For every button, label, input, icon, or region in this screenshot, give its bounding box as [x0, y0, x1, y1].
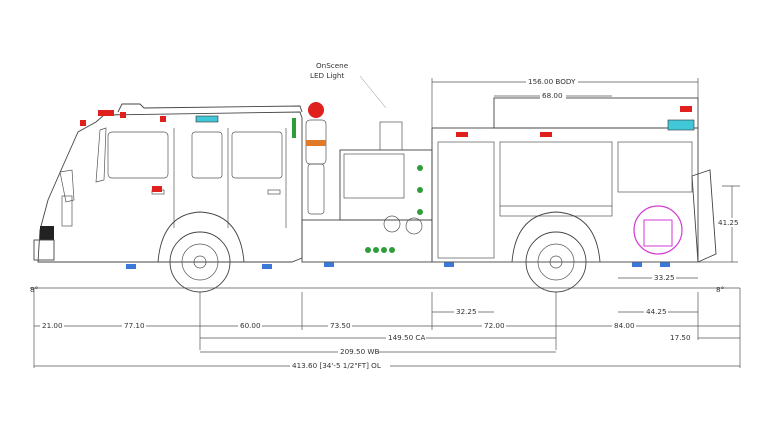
pump-gauge	[405, 217, 423, 235]
compartment-door	[617, 141, 693, 193]
led-callout: OnScene LED Light	[310, 61, 387, 109]
dim-cab-to-body: 73.50	[330, 321, 351, 330]
warning-light	[120, 112, 126, 118]
apparatus-body	[431, 97, 717, 263]
front-wheel-hub	[181, 243, 219, 281]
middle-window	[191, 131, 223, 179]
callout-line-1: OnScene	[316, 61, 349, 70]
fire-truck	[30, 97, 740, 293]
pump-gauge	[383, 215, 401, 233]
front-fender	[157, 211, 245, 263]
dim-front-overhang: 21.00	[42, 321, 63, 330]
marker-light	[152, 186, 162, 192]
dim-body: 156.00 BODY	[528, 77, 576, 86]
dim-compartment: 68.00	[542, 91, 563, 100]
rear-fender	[511, 211, 601, 263]
led-scene-light	[195, 115, 219, 123]
rear-window	[231, 131, 283, 179]
side-mirror	[59, 169, 75, 203]
door-handle	[267, 189, 281, 195]
dim-departure-angle: 8°	[716, 285, 724, 294]
dim-rear-step: 17.50	[670, 333, 691, 342]
compartment-door	[437, 141, 495, 259]
dim-rear-overhang: 84.00	[614, 321, 635, 330]
dim-axle-to-cab: 60.00	[240, 321, 261, 330]
cab-roof	[117, 103, 303, 113]
lightbar-red	[98, 110, 114, 116]
dimension-labels: 156.00 BODY 68.00 41.25 8° 8° 21.00 77.1…	[30, 77, 742, 370]
dim-rear-comp-b: 33.25	[654, 273, 675, 282]
rear-step	[691, 169, 717, 263]
dim-ol: 413.60 [34'-5 1/2"FT] OL	[292, 361, 381, 370]
windshield	[95, 127, 107, 183]
dim-wb: 209.50 WB	[340, 347, 380, 356]
dim-front-to-axle: 77.10	[124, 321, 145, 330]
dim-pump-panel: 32.25	[456, 307, 477, 316]
cab-outline	[37, 111, 303, 263]
department-logo	[633, 205, 683, 255]
callout-leader	[359, 75, 387, 109]
warning-light	[80, 120, 86, 126]
mirror-arm	[61, 195, 73, 227]
headlight	[40, 226, 54, 240]
front-bumper	[33, 239, 55, 261]
callout-line-2: LED Light	[310, 71, 344, 80]
dim-body-to-axle: 72.00	[484, 321, 505, 330]
dim-rear-height: 41.25	[718, 218, 739, 227]
dim-approach-angle: 8°	[30, 285, 38, 294]
front-window	[107, 131, 169, 179]
side-indicator	[292, 118, 296, 138]
dim-rear-comp-a: 44.25	[646, 307, 667, 316]
compartment-door	[499, 141, 613, 217]
firefighter-figure	[305, 102, 327, 215]
warning-light	[160, 116, 166, 122]
dim-ca: 149.50 CA	[388, 333, 425, 342]
front-wheel-center	[193, 255, 207, 269]
